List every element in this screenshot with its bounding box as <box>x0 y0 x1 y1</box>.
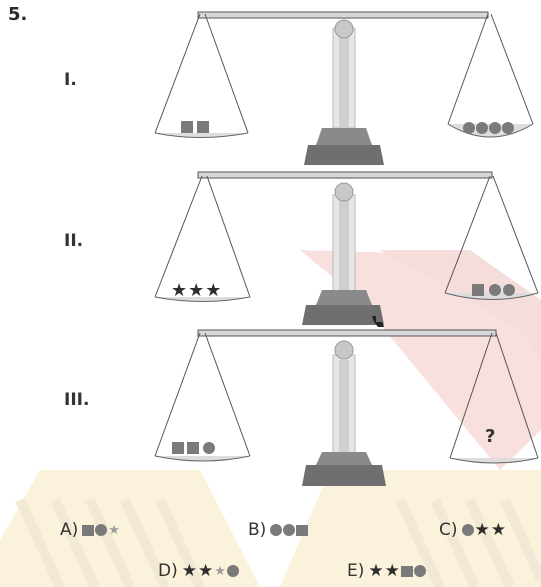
option-symbols: ★ <box>82 524 120 537</box>
star-shape: ★ <box>171 280 188 300</box>
option-letter: D) <box>158 561 178 581</box>
square-shape <box>472 284 484 296</box>
scale-2-left-items: ★ ★ ★ <box>171 281 221 299</box>
square-shape <box>187 442 199 454</box>
unknown-mark: ? <box>485 426 496 447</box>
square-shape <box>197 121 209 133</box>
option-symbols: ★ ★ <box>368 560 426 581</box>
circle-shape <box>503 284 515 296</box>
circle-shape <box>476 122 488 134</box>
star-shape: ★ <box>384 560 400 581</box>
square-shape <box>82 524 95 536</box>
option-letter: C) <box>439 520 458 540</box>
star-shape: ★ <box>474 519 490 540</box>
star-shape: ★ <box>197 560 214 581</box>
star-shape: ★ <box>368 560 384 581</box>
star-shape: ★ <box>205 280 222 300</box>
star-shape: ★ <box>108 522 120 538</box>
circle-shape <box>226 565 239 577</box>
scale-label-2: II. <box>64 231 84 251</box>
option-symbols <box>270 524 309 536</box>
question-number: 5. <box>8 4 28 25</box>
option-letter: A) <box>60 520 79 540</box>
circle-shape <box>489 284 501 296</box>
star-shape: ★ <box>181 560 197 581</box>
option-e[interactable]: E) ★ ★ <box>347 561 426 581</box>
star-shape: ★ <box>490 519 507 540</box>
circle-shape <box>270 524 283 536</box>
circle-shape <box>413 565 426 577</box>
square-shape <box>172 442 184 454</box>
circle-shape <box>203 442 215 454</box>
star-shape: ★ <box>214 563 226 579</box>
option-b[interactable]: B) <box>248 520 309 540</box>
square-shape <box>400 565 413 577</box>
scale-label-1: I. <box>64 70 77 90</box>
circle-shape <box>95 524 108 536</box>
square-shape <box>181 121 193 133</box>
option-d[interactable]: D) ★ ★ ★ <box>158 561 239 581</box>
option-symbols: ★ ★ <box>461 519 507 540</box>
circle-shape <box>283 524 296 536</box>
option-symbols: ★ ★ ★ <box>181 560 239 581</box>
option-c[interactable]: C) ★ ★ <box>439 520 506 540</box>
star-shape: ★ <box>188 280 205 300</box>
scale-label-3: III. <box>64 390 90 410</box>
option-a[interactable]: A) ★ <box>60 520 120 540</box>
circle-shape <box>489 122 501 134</box>
option-letter: E) <box>347 561 365 581</box>
circle-shape <box>502 122 514 134</box>
circle-shape <box>463 122 475 134</box>
option-letter: B) <box>248 520 267 540</box>
square-shape <box>296 524 309 536</box>
circle-shape <box>461 524 474 536</box>
